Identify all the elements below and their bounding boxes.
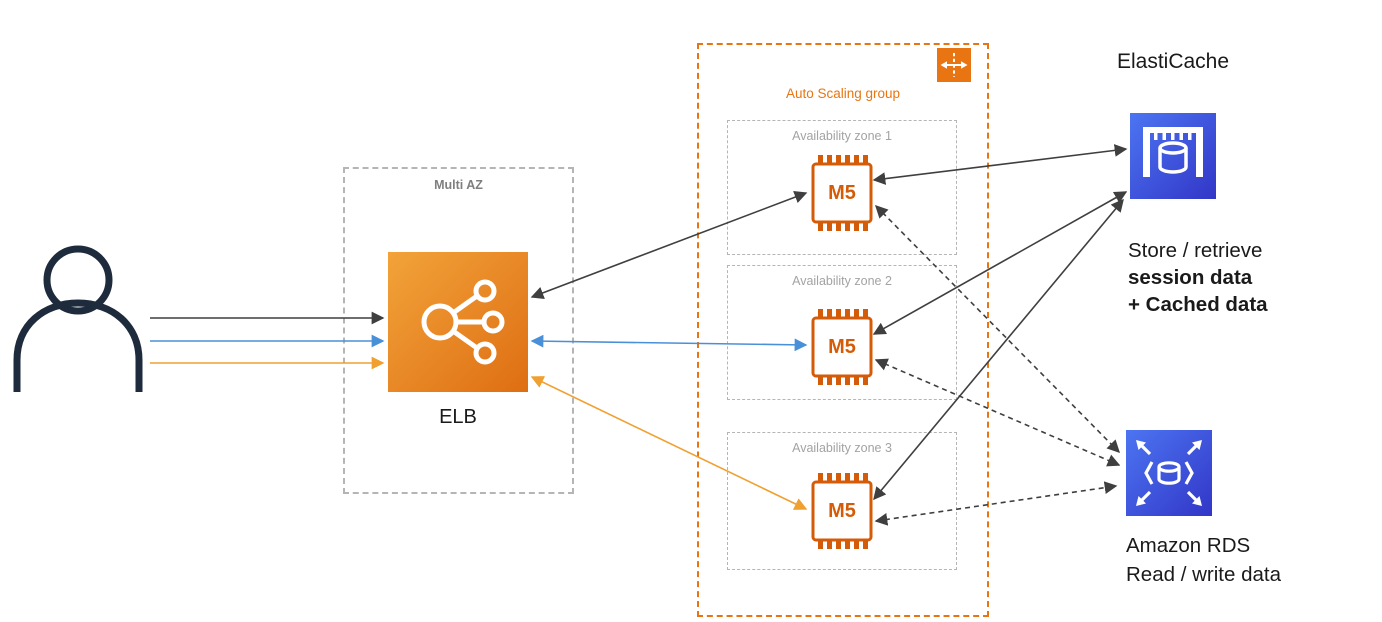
auto-scaling-group-icon (937, 48, 971, 82)
ec2-m5-instance-icon (811, 155, 873, 231)
auto-scaling-group-label: Auto Scaling group (785, 86, 901, 101)
availability-zone-label: Availability zone 3 (792, 441, 892, 455)
elasticache-caption: Store / retrieve session data + Cached d… (1128, 237, 1268, 318)
elb-icon (388, 252, 528, 392)
multi-az-label: Multi AZ (434, 178, 483, 192)
availability-zone-3: Availability zone 3 M5 (727, 432, 957, 570)
rds-caption-line-2: Read / write data (1126, 563, 1281, 586)
ec2-instance-m5: M5 (810, 154, 874, 232)
availability-zone-label: Availability zone 2 (792, 274, 892, 288)
elasticache-caption-line-3: + Cached data (1128, 293, 1268, 316)
ec2-instance-m5: M5 (810, 472, 874, 550)
user-icon (13, 245, 143, 392)
ec2-instance-m5: M5 (810, 308, 874, 386)
elasticache-caption-line-1: Store / retrieve (1128, 239, 1263, 262)
rds-caption-line-1: Amazon RDS (1126, 534, 1251, 557)
ec2-m5-instance-icon (811, 309, 873, 385)
multi-az-container: Multi AZ (343, 167, 574, 494)
availability-zone-1: Availability zone 1 M5 (727, 120, 957, 255)
elasticache-icon (1130, 113, 1216, 199)
availability-zone-2: Availability zone 2 M5 (727, 265, 957, 400)
elb-label: ELB (439, 406, 477, 428)
rds-icon (1126, 430, 1212, 516)
elasticache-title: ElastiCache (1116, 50, 1230, 73)
ec2-m5-instance-icon (811, 473, 873, 549)
rds-caption: Amazon RDS Read / write data (1126, 531, 1281, 589)
availability-zone-label: Availability zone 1 (792, 129, 892, 143)
instance-label: M5 (828, 499, 856, 522)
elasticache-caption-line-2: session data (1128, 266, 1253, 289)
instance-label: M5 (828, 335, 856, 358)
instance-label: M5 (828, 181, 856, 204)
